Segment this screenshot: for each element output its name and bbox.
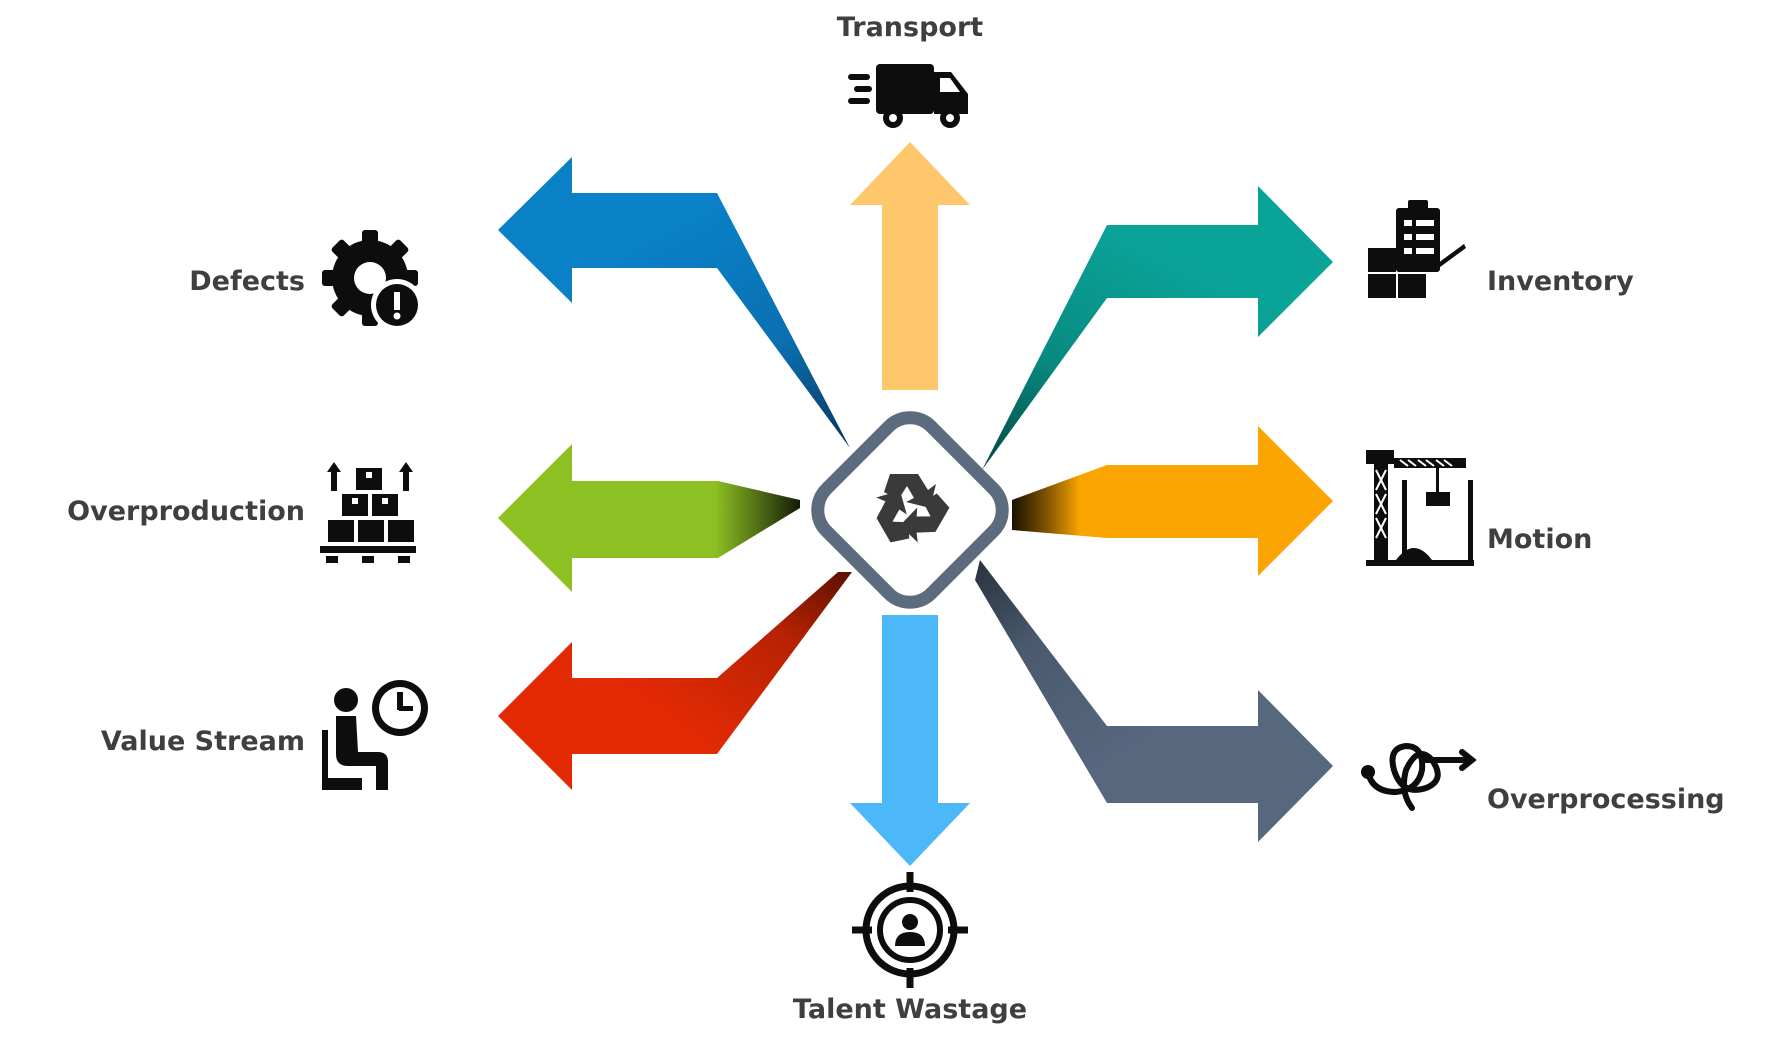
center-diamond — [811, 411, 1009, 609]
inventory-icon — [1368, 200, 1466, 298]
boxes-pallet-icon — [320, 462, 416, 563]
truck-icon — [848, 64, 968, 128]
arrow-defects — [498, 157, 850, 448]
label-overprocessing: Overprocessing — [1487, 784, 1725, 815]
gear-warning-icon — [322, 230, 423, 331]
arrow-inventory — [982, 186, 1333, 470]
label-value-stream: Value Stream — [100, 726, 305, 757]
label-motion: Motion — [1487, 524, 1593, 555]
tangled-arrow-icon — [1361, 742, 1477, 811]
arrow-motion — [1012, 426, 1333, 576]
target-person-icon — [852, 872, 968, 988]
label-transport: Transport — [836, 12, 984, 43]
recycle-icon — [876, 474, 950, 543]
arrow-value-stream — [498, 572, 852, 790]
crane-icon — [1366, 450, 1474, 566]
label-inventory: Inventory — [1487, 266, 1634, 297]
arrow-talent-wastage — [850, 615, 970, 866]
waiting-person-clock-icon — [322, 680, 428, 790]
label-talent-wastage: Talent Wastage — [792, 994, 1028, 1025]
label-overproduction: Overproduction — [67, 496, 305, 527]
label-defects: Defects — [189, 266, 305, 297]
arrow-overproduction — [498, 444, 800, 592]
arrow-transport — [850, 142, 970, 390]
arrow-overprocessing — [975, 560, 1333, 842]
